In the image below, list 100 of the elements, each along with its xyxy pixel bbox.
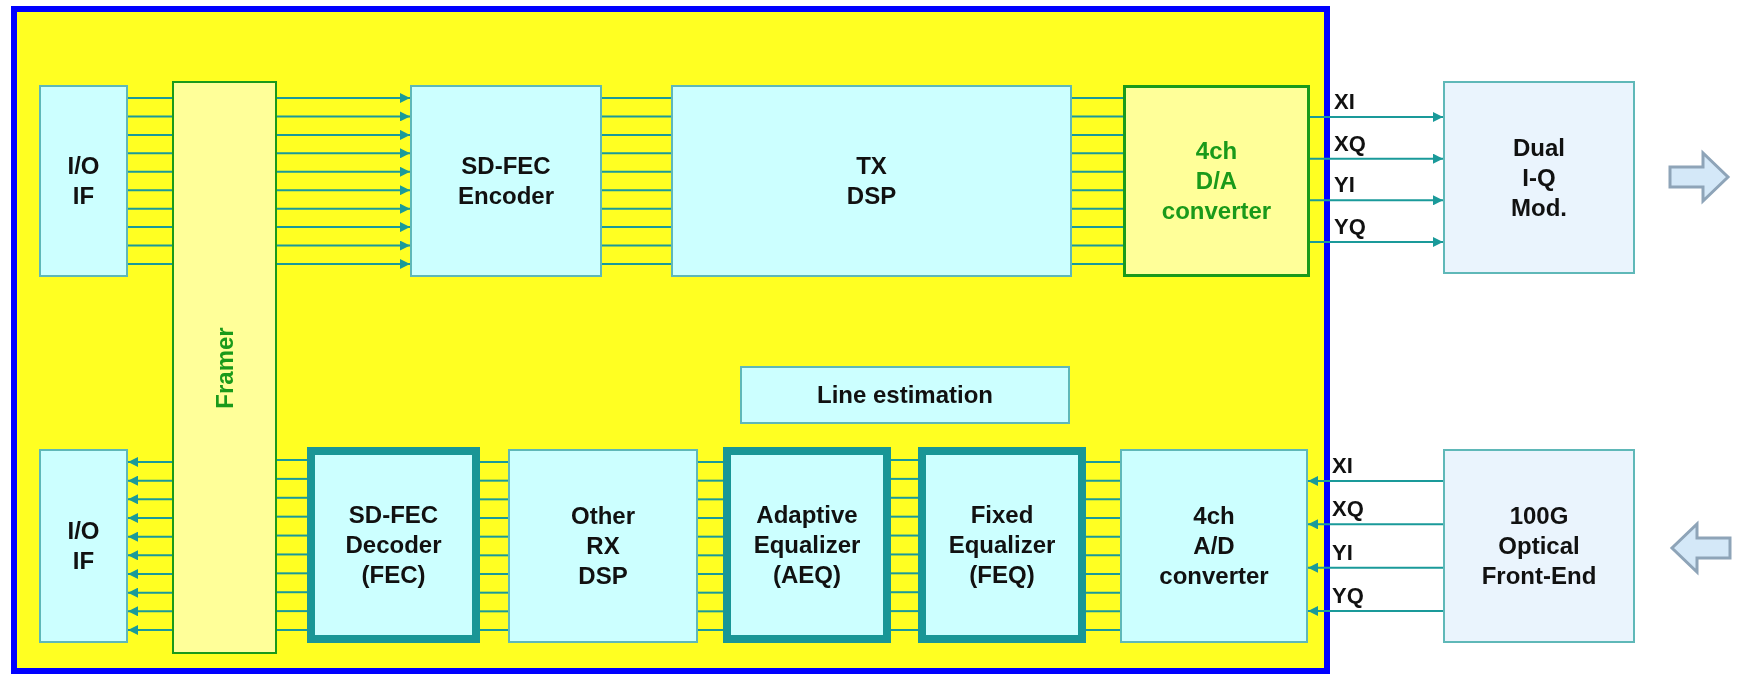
dsp-block [508, 449, 698, 643]
connector-line [276, 534, 308, 537]
connector-line [276, 591, 308, 594]
connector-line [127, 550, 173, 561]
block-label: 4ch D/A converter [1160, 136, 1273, 226]
block-label: 100G Optical Front-End [1480, 501, 1598, 591]
connector-line [1085, 554, 1121, 557]
connector-line [1307, 562, 1444, 573]
connector-line [890, 629, 919, 631]
connector-line [127, 170, 173, 173]
connector-line [127, 494, 173, 505]
connector-line [276, 240, 411, 251]
connector-line [479, 517, 509, 519]
connector-line [697, 573, 724, 575]
connector-line [1085, 573, 1121, 575]
connector-line [127, 189, 173, 192]
dsp-block [671, 85, 1072, 277]
connector-line [127, 587, 173, 598]
io-block [39, 85, 128, 277]
block-label: SD-FEC Decoder (FEC) [344, 500, 443, 590]
connector-line [276, 148, 411, 159]
connector-line [276, 166, 411, 177]
estimation-block [740, 366, 1070, 424]
connector-line [890, 459, 919, 461]
block-label: SD-FEC Encoder [457, 151, 555, 211]
connector-line [1309, 153, 1444, 164]
connector-line [127, 244, 173, 247]
modulator-block [1443, 81, 1635, 274]
connector-line [890, 610, 919, 613]
connector-line [127, 625, 173, 635]
connector-line [479, 591, 509, 594]
connector-line [697, 554, 724, 557]
connector-line [697, 629, 724, 631]
connector-line [276, 629, 308, 631]
connector-line [127, 226, 173, 229]
connector-line [601, 263, 672, 265]
connector-line [127, 97, 173, 99]
connector-line [1071, 115, 1124, 118]
block-label: Line estimation [817, 380, 993, 410]
connector-line [1085, 610, 1121, 613]
connector-line [127, 475, 173, 486]
connector-line [890, 477, 919, 480]
connector-line [276, 477, 308, 480]
connector-line [1085, 498, 1121, 501]
block-label: TX DSP [845, 151, 898, 211]
connector-line [127, 263, 173, 265]
framer-block [172, 81, 277, 654]
block-label: Adaptive Equalizer (AEQ) [752, 500, 862, 590]
connector-line [479, 535, 509, 538]
connector-line [276, 515, 308, 518]
connector-line [1071, 263, 1124, 265]
connector-line [127, 513, 173, 523]
connector-line [479, 573, 509, 575]
connector-line [1071, 226, 1124, 229]
block-label: I/O IF [66, 151, 101, 211]
connector-line [479, 498, 509, 501]
connector-line [1071, 244, 1124, 247]
connector-line [127, 115, 173, 118]
connector-line [276, 259, 411, 269]
connector-line [601, 115, 672, 118]
connector-line [890, 496, 919, 499]
connector-line [1085, 591, 1121, 594]
block-label: Fixed Equalizer (FEQ) [947, 500, 1057, 590]
connector-line [127, 152, 173, 155]
connector-line [479, 610, 509, 613]
connector-line [479, 479, 509, 482]
connector-line [1309, 237, 1444, 247]
frontend-block [1443, 449, 1635, 643]
io-block [39, 449, 128, 643]
connector-line [601, 152, 672, 155]
connector-line [276, 185, 411, 196]
connector-line [601, 189, 672, 192]
block-label: 4ch A/D converter [1158, 501, 1270, 591]
connector-line [697, 535, 724, 538]
connector-line [697, 461, 724, 463]
connector-line [697, 479, 724, 482]
connector-line [1071, 97, 1124, 99]
connector-line [1085, 479, 1121, 482]
equalizer-block [918, 447, 1086, 643]
connector-line [1071, 170, 1124, 173]
connector-line [276, 129, 411, 140]
connector-line [890, 553, 919, 556]
connector-line [601, 97, 672, 99]
connector-line [890, 515, 919, 518]
connector-line [127, 606, 173, 617]
connector-line [1071, 152, 1124, 155]
encoder-block [410, 85, 602, 277]
connector-line [601, 207, 672, 210]
connector-line [601, 133, 672, 136]
connector-line [276, 203, 411, 214]
connector-line [276, 93, 411, 103]
connector-line [697, 498, 724, 501]
connector-line [1309, 112, 1444, 122]
board-panel [11, 6, 1330, 674]
connector-line [601, 170, 672, 173]
connector-line [127, 207, 173, 210]
connector-line [479, 554, 509, 557]
connector-line [1307, 519, 1444, 530]
connector-line [1085, 517, 1121, 519]
connector-line [1071, 189, 1124, 192]
